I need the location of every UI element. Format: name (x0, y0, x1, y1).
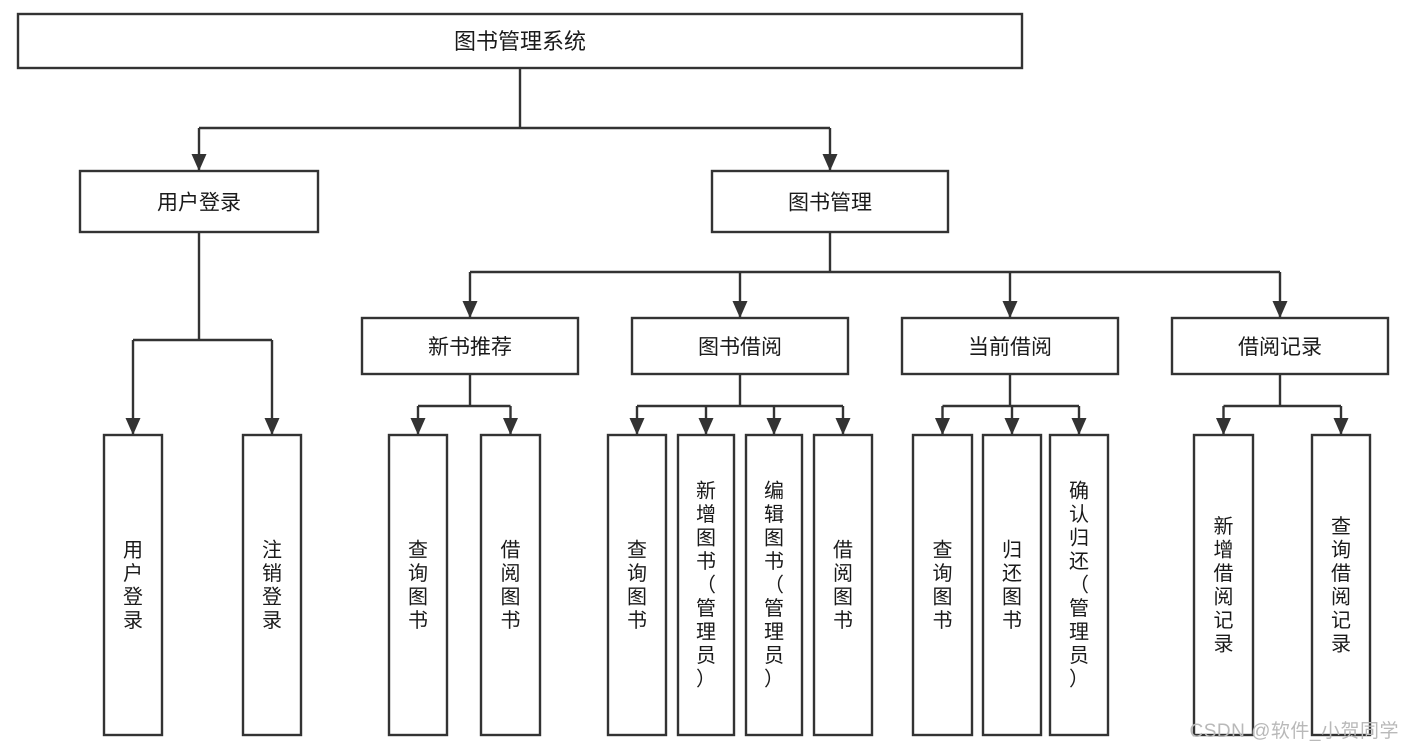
book-borrow-arrow-3 (835, 418, 851, 435)
node-new-book-recommend[interactable]: 新书推荐 (360, 316, 580, 376)
node-book-management[interactable]: 图书管理 (710, 169, 950, 234)
node-box-leaf-query-borrow-record (1310, 433, 1372, 737)
node-label-current-borrow: 当前借阅 (968, 336, 1052, 359)
node-leaf-query-borrow-record[interactable]: 查询借阅记录 (1310, 433, 1372, 737)
root-arrow-1 (822, 154, 838, 171)
node-box-leaf-logout (241, 433, 303, 737)
node-box-leaf-add-borrow-record (1192, 433, 1255, 737)
node-leaf-logout[interactable]: 注销登录 (241, 433, 303, 737)
node-label-new-book-recommend: 新书推荐 (428, 336, 512, 359)
node-label-leaf-return-book: 归还图书 (1002, 538, 1022, 632)
node-box-leaf-add-book-admin (676, 433, 736, 737)
node-box-root (16, 12, 1024, 70)
node-box-borrow-record (1170, 316, 1390, 376)
node-label-book-borrow: 图书借阅 (698, 336, 782, 359)
node-box-leaf-borrow-book-2 (812, 433, 874, 737)
node-box-book-management (710, 169, 950, 234)
current-borrow-arrow-0 (935, 418, 950, 435)
node-borrow-record[interactable]: 借阅记录 (1170, 316, 1390, 376)
node-label-leaf-query-book-3: 查询图书 (933, 538, 953, 632)
edge-layer (125, 68, 1349, 435)
node-leaf-confirm-return-admin[interactable]: 确认归还（管理员） (1048, 433, 1110, 737)
node-box-leaf-edit-book-admin (744, 433, 804, 737)
borrow-record-arrow-1 (1333, 418, 1349, 435)
node-label-leaf-query-book-2: 查询图书 (627, 538, 647, 632)
new-book-recommend-arrow-0 (410, 418, 426, 435)
node-label-root: 图书管理系统 (454, 29, 586, 54)
root-arrow-0 (191, 154, 207, 171)
node-leaf-edit-book-admin[interactable]: 编辑图书（管理员） (744, 433, 804, 737)
node-user-login[interactable]: 用户登录 (78, 169, 320, 234)
node-label-book-management: 图书管理 (788, 192, 872, 215)
node-label-leaf-query-borrow-record: 查询借阅记录 (1331, 515, 1351, 656)
node-leaf-user-login[interactable]: 用户登录 (102, 433, 164, 737)
book-borrow-arrow-1 (698, 418, 714, 435)
node-box-new-book-recommend (360, 316, 580, 376)
book-borrow-arrow-0 (629, 418, 645, 435)
node-box-leaf-return-book (981, 433, 1043, 737)
node-leaf-query-book-2[interactable]: 查询图书 (606, 433, 668, 737)
node-label-leaf-confirm-return-admin: 确认归还（管理员） (1069, 480, 1089, 691)
current-borrow-arrow-1 (1004, 418, 1020, 435)
user-login-arrow-1 (264, 418, 280, 435)
node-label-leaf-borrow-book-1: 借阅图书 (501, 538, 521, 632)
node-leaf-query-book-1[interactable]: 查询图书 (387, 433, 449, 737)
borrow-record-arrow-0 (1216, 418, 1231, 435)
node-box-leaf-query-book-1 (387, 433, 449, 737)
node-leaf-add-book-admin[interactable]: 新增图书（管理员） (676, 433, 736, 737)
node-book-borrow[interactable]: 图书借阅 (630, 316, 850, 376)
node-label-leaf-borrow-book-2: 借阅图书 (833, 538, 853, 632)
node-current-borrow[interactable]: 当前借阅 (900, 316, 1120, 376)
node-label-leaf-add-book-admin: 新增图书（管理员） (696, 480, 716, 691)
node-leaf-return-book[interactable]: 归还图书 (981, 433, 1043, 737)
node-root[interactable]: 图书管理系统 (16, 12, 1024, 70)
book-borrow-arrow-2 (766, 418, 782, 435)
node-label-leaf-edit-book-admin: 编辑图书（管理员） (764, 480, 784, 691)
current-borrow-arrow-2 (1071, 418, 1087, 435)
node-box-current-borrow (900, 316, 1120, 376)
node-label-leaf-logout: 注销登录 (262, 538, 282, 632)
book-management-arrow-1 (732, 301, 748, 318)
new-book-recommend-arrow-1 (503, 418, 518, 435)
node-label-leaf-user-login: 用户登录 (123, 539, 143, 632)
user-login-arrow-0 (125, 418, 141, 435)
node-leaf-query-book-3[interactable]: 查询图书 (911, 433, 974, 737)
node-box-leaf-borrow-book-1 (479, 433, 542, 737)
node-box-leaf-query-book-3 (911, 433, 974, 737)
node-label-user-login: 用户登录 (157, 192, 241, 215)
node-box-leaf-query-book-2 (606, 433, 668, 737)
node-box-user-login (78, 169, 320, 234)
node-label-leaf-add-borrow-record: 新增借阅记录 (1214, 515, 1234, 656)
node-leaf-borrow-book-1[interactable]: 借阅图书 (479, 433, 542, 737)
book-management-arrow-3 (1272, 301, 1288, 318)
node-label-leaf-query-book-1: 查询图书 (408, 538, 428, 632)
node-label-borrow-record: 借阅记录 (1238, 336, 1322, 359)
node-leaf-borrow-book-2[interactable]: 借阅图书 (812, 433, 874, 737)
node-box-leaf-confirm-return-admin (1048, 433, 1110, 737)
node-layer: 图书管理系统用户登录图书管理新书推荐图书借阅当前借阅借阅记录用户登录注销登录查询… (16, 12, 1390, 737)
node-box-leaf-user-login (102, 433, 164, 737)
book-management-arrow-0 (462, 301, 478, 318)
node-box-book-borrow (630, 316, 850, 376)
node-leaf-add-borrow-record[interactable]: 新增借阅记录 (1192, 433, 1255, 737)
book-management-arrow-2 (1002, 301, 1018, 318)
